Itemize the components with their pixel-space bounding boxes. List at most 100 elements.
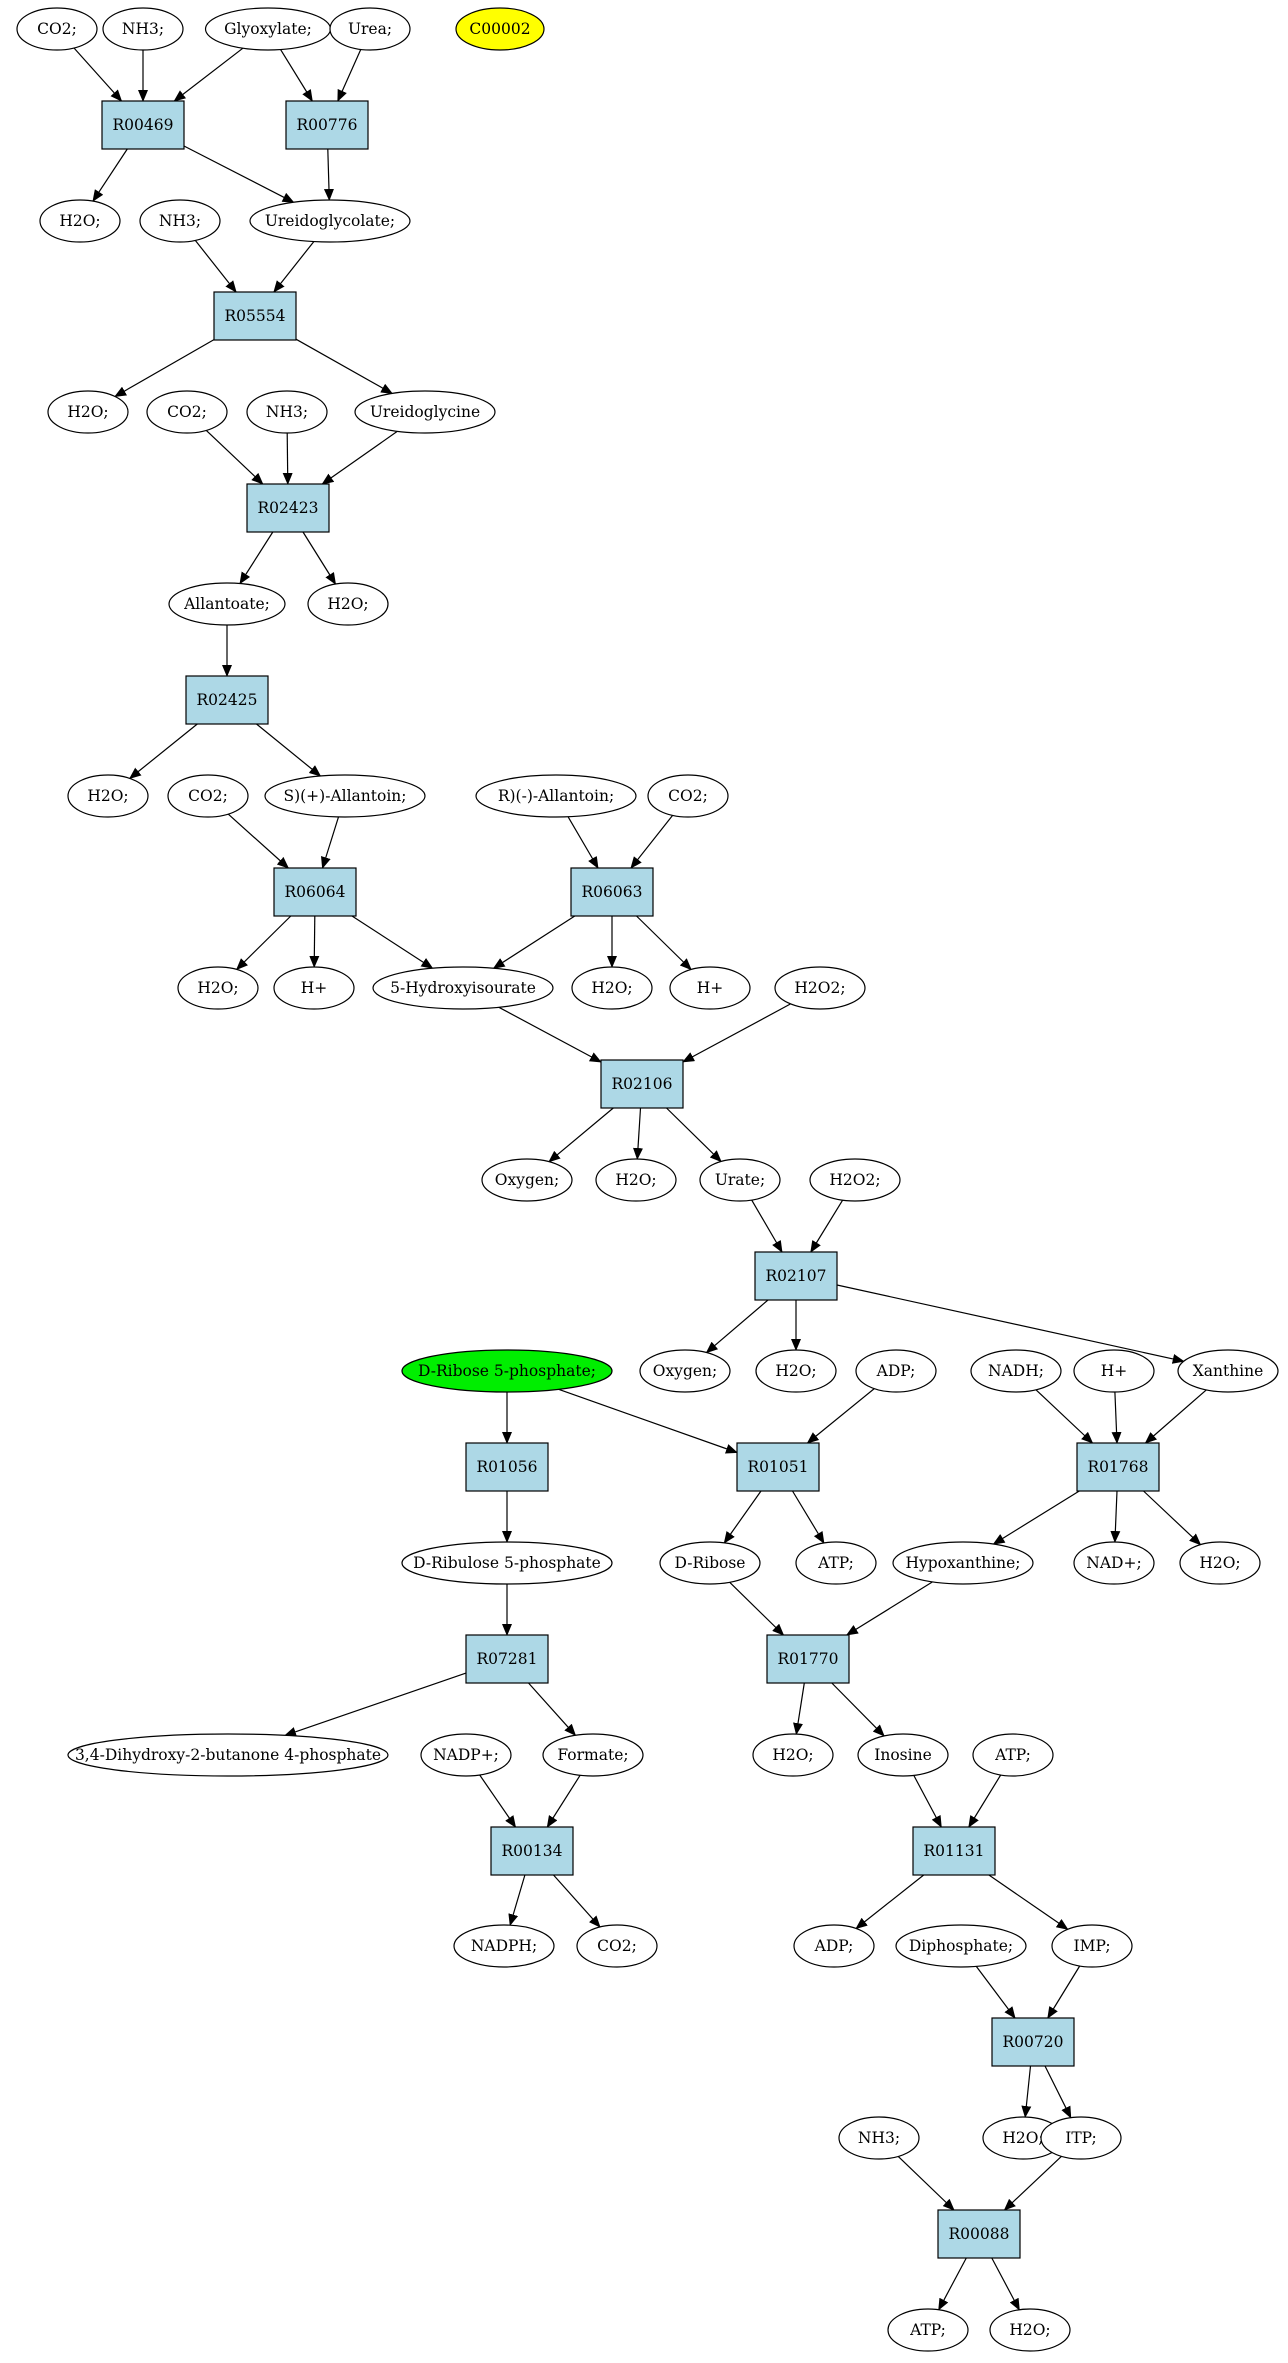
compound-node-r-allantoin[interactable]: R)(-)-Allantoin;: [475, 774, 637, 818]
reaction-node-r00776[interactable]: R00776: [285, 100, 369, 150]
reaction-box: [213, 291, 297, 341]
reaction-node-r06064[interactable]: R06064: [273, 867, 357, 917]
compound-node-urate[interactable]: Urate;: [699, 1158, 781, 1202]
compound-node-h[interactable]: H+: [1073, 1349, 1155, 1393]
node-label: Urate;: [715, 1171, 765, 1189]
edge-urea-to-r00776: [337, 49, 362, 102]
compound-node-inosine[interactable]: Inosine: [857, 1733, 949, 1777]
compound-node-nadph[interactable]: NADPH;: [453, 1924, 555, 1968]
compound-node-h2o[interactable]: H2O;: [177, 966, 259, 1010]
reaction-node-r02107[interactable]: R02107: [754, 1251, 838, 1301]
node-label: H2O;: [67, 403, 108, 421]
reaction-node-r02425[interactable]: R02425: [185, 675, 269, 725]
edge-r01768-to-h2o: [1143, 1490, 1202, 1546]
edge-r-allantoin-to-r06063: [567, 816, 599, 869]
edge-r02106-to-oxygen: [548, 1107, 614, 1163]
compound-node-h2o[interactable]: H2O;: [67, 774, 149, 818]
reaction-node-r02106[interactable]: R02106: [600, 1059, 684, 1109]
reaction-box: [570, 867, 654, 917]
compound-node-oxygen[interactable]: Oxygen;: [481, 1158, 573, 1202]
compound-node-xanthine[interactable]: Xanthine: [1177, 1349, 1279, 1393]
reaction-node-r01768[interactable]: R01768: [1076, 1442, 1160, 1492]
compound-ellipse: [855, 1349, 937, 1393]
compound-node-d-ribose[interactable]: D-Ribose: [659, 1541, 761, 1585]
compound-node-c00002[interactable]: C00002: [455, 7, 545, 51]
compound-node-h2o[interactable]: H2O;: [307, 582, 389, 626]
compound-node-co2[interactable]: CO2;: [576, 1924, 658, 1968]
edge-formate-to-r00134: [546, 1774, 581, 1828]
compound-node-co2[interactable]: CO2;: [647, 774, 729, 818]
edge-r00088-to-h2o: [991, 2257, 1020, 2311]
compound-node-d-ribulose-5-phosphate[interactable]: D-Ribulose 5-phosphate: [401, 1541, 613, 1585]
compound-node-h2o2[interactable]: H2O2;: [774, 966, 866, 1010]
reaction-node-r02423[interactable]: R02423: [246, 483, 330, 533]
reaction-node-r00720[interactable]: R00720: [991, 2017, 1075, 2067]
node-label: H2O;: [1199, 1554, 1240, 1572]
compound-node-atp[interactable]: ATP;: [972, 1733, 1054, 1777]
node-label: H2O2;: [794, 979, 845, 997]
edge-r02106-to-urate: [666, 1107, 722, 1163]
node-label: H2O;: [772, 1746, 813, 1764]
compound-node-h2o[interactable]: H2O;: [752, 1733, 834, 1777]
compound-node-h[interactable]: H+: [669, 966, 751, 1010]
compound-node-ureidoglycolate[interactable]: Ureidoglycolate;: [249, 199, 411, 243]
compound-node-urea[interactable]: Urea;: [329, 7, 411, 51]
reaction-node-r00134[interactable]: R00134: [490, 1826, 574, 1876]
node-label: R00088: [949, 2225, 1010, 2243]
compound-node-3-4-dihydroxy-2-butanone-4-phosphate[interactable]: 3,4-Dihydroxy-2-butanone 4-phosphate: [67, 1733, 389, 1777]
node-label: NH3;: [159, 212, 201, 230]
compound-ellipse: [146, 390, 228, 434]
reaction-node-r06063[interactable]: R06063: [570, 867, 654, 917]
compound-node-h[interactable]: H+: [273, 966, 355, 1010]
compound-node-itp[interactable]: ITP;: [1040, 2116, 1122, 2160]
node-label: CO2;: [167, 403, 207, 421]
compound-node-atp[interactable]: ATP;: [887, 2308, 969, 2352]
edge-inosine-to-r01131: [913, 1775, 942, 1828]
reaction-node-r00088[interactable]: R00088: [937, 2209, 1021, 2259]
compound-node-nh3[interactable]: NH3;: [139, 199, 221, 243]
edge-h2o2-to-r02106: [682, 1003, 791, 1063]
reaction-node-r05554[interactable]: R05554: [213, 291, 297, 341]
compound-node-co2[interactable]: CO2;: [146, 390, 228, 434]
compound-node-atp[interactable]: ATP;: [795, 1541, 877, 1585]
compound-node-h2o[interactable]: H2O;: [595, 1158, 677, 1202]
compound-node-nadp[interactable]: NADP+;: [420, 1733, 512, 1777]
compound-node-5-hydroxyisourate[interactable]: 5-Hydroxyisourate: [372, 966, 554, 1010]
compound-node-imp[interactable]: IMP;: [1051, 1924, 1133, 1968]
reaction-box: [912, 1826, 996, 1876]
compound-node-nh3[interactable]: NH3;: [838, 2116, 920, 2160]
compound-node-nh3[interactable]: NH3;: [246, 390, 328, 434]
compound-node-adp[interactable]: ADP;: [855, 1349, 937, 1393]
compound-ellipse: [755, 1349, 837, 1393]
reaction-node-r01770[interactable]: R01770: [766, 1634, 850, 1684]
reaction-node-r01131[interactable]: R01131: [912, 1826, 996, 1876]
reaction-node-r01056[interactable]: R01056: [465, 1442, 549, 1492]
edge-co2-to-r06064: [227, 813, 290, 869]
compound-node-d-ribose-5-phosphate[interactable]: D-Ribose 5-phosphate;: [401, 1349, 613, 1393]
compound-node-h2o[interactable]: H2O;: [989, 2308, 1071, 2352]
compound-node-co2[interactable]: CO2;: [16, 7, 98, 51]
compound-node-h2o[interactable]: H2O;: [47, 390, 129, 434]
compound-node-oxygen[interactable]: Oxygen;: [639, 1349, 731, 1393]
compound-node-allantoate[interactable]: Allantoate;: [168, 582, 286, 626]
reaction-node-r01051[interactable]: R01051: [736, 1442, 820, 1492]
reaction-node-r07281[interactable]: R07281: [465, 1634, 549, 1684]
node-label: Formate;: [557, 1746, 628, 1764]
compound-node-hypoxanthine[interactable]: Hypoxanthine;: [892, 1541, 1034, 1585]
compound-node-h2o2[interactable]: H2O2;: [809, 1158, 901, 1202]
compound-node-h2o[interactable]: H2O;: [755, 1349, 837, 1393]
compound-node-nh3[interactable]: NH3;: [102, 7, 184, 51]
compound-node-glyoxylate[interactable]: Glyoxylate;: [204, 7, 332, 51]
compound-node-h2o[interactable]: H2O;: [571, 966, 653, 1010]
compound-node-adp[interactable]: ADP;: [793, 1924, 875, 1968]
reaction-node-r00469[interactable]: R00469: [101, 100, 185, 150]
compound-node-h2o[interactable]: H2O;: [1179, 1541, 1261, 1585]
compound-node-co2[interactable]: CO2;: [167, 774, 249, 818]
compound-node-formate[interactable]: Formate;: [542, 1733, 644, 1777]
compound-node-h2o[interactable]: H2O;: [39, 199, 121, 243]
compound-node-ureidoglycine[interactable]: Ureidoglycine: [354, 390, 496, 434]
compound-node-nadh[interactable]: NADH;: [970, 1349, 1062, 1393]
compound-node-diphosphate[interactable]: Diphosphate;: [895, 1924, 1027, 1968]
compound-node-nad[interactable]: NAD+;: [1073, 1541, 1155, 1585]
compound-node-s-allantoin[interactable]: S)(+)-Allantoin;: [264, 774, 426, 818]
